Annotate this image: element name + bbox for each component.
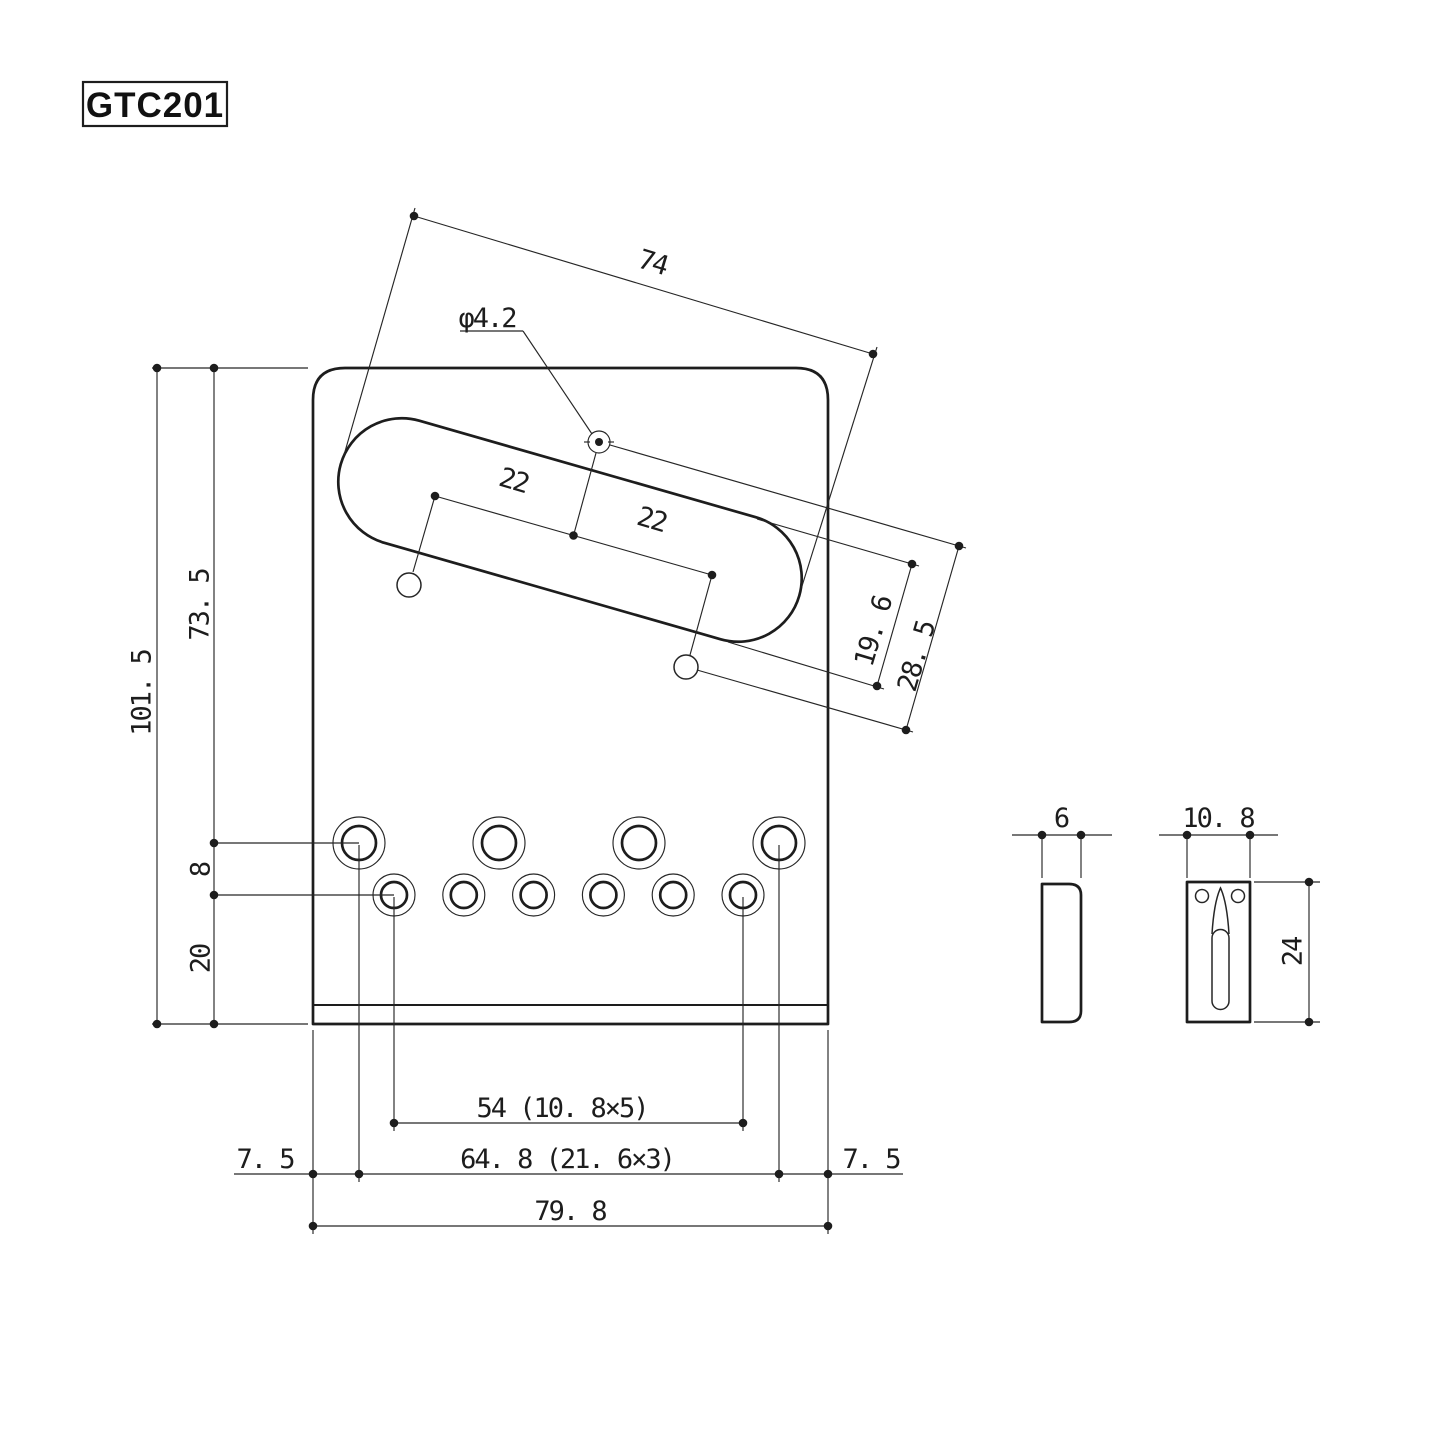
dim-label-7-5-right: 7. 5	[842, 1144, 900, 1175]
dimension-dot	[1304, 877, 1314, 887]
saddle-hole	[480, 824, 518, 862]
dimension-dot	[872, 681, 882, 691]
dimension-dot	[774, 1169, 784, 1179]
pickup-screw-hole	[396, 572, 422, 598]
dimension-dot	[152, 1019, 162, 1029]
mount-hole	[584, 430, 614, 454]
dim-label-73-5: 73. 5	[185, 569, 216, 641]
dim-mount-dia: φ4.2	[458, 303, 593, 435]
dimension-dot	[907, 559, 917, 569]
dim-label-24: 24	[1278, 937, 1309, 966]
dimension-dot	[823, 1221, 833, 1231]
dimension-dot	[152, 363, 162, 373]
extension-line	[609, 444, 967, 549]
dimension-dot	[209, 838, 219, 848]
dim-label-10-8: 10. 8	[1182, 803, 1254, 834]
dimension-dot	[1304, 1017, 1314, 1027]
dim-label-7-5-left: 7. 5	[236, 1144, 294, 1175]
dimension-line	[413, 215, 874, 355]
dim-label-22-right: 22	[633, 501, 669, 539]
extension-line	[696, 669, 914, 733]
extension-line	[689, 574, 713, 656]
dimension-dot	[308, 1169, 318, 1179]
dimension-dot	[430, 491, 440, 501]
dimension-dot	[354, 1169, 364, 1179]
dim-label-64-8: 64. 8 (21. 6×3)	[460, 1144, 674, 1175]
extension-line	[756, 518, 920, 567]
extension-line	[572, 452, 597, 536]
string-hole	[519, 880, 548, 910]
dimension-dot	[738, 1118, 748, 1128]
string-holes	[372, 873, 765, 917]
dimension-dot	[409, 211, 419, 221]
dimension-dot	[569, 531, 578, 540]
dimension-dot	[954, 541, 964, 551]
extension-line	[727, 641, 885, 690]
pickup-route-oval	[336, 416, 804, 644]
title-box	[81, 80, 229, 128]
dimension-dot	[1182, 830, 1192, 840]
bridge-plate-top-view	[311, 366, 830, 1026]
dimension-dot	[308, 1221, 318, 1231]
dim-label-74: 74	[634, 244, 671, 282]
saddle-side-view: 6	[1012, 803, 1112, 1024]
string-hole-counterbore	[581, 873, 625, 917]
dim-label-79-8: 79. 8	[534, 1196, 606, 1227]
title-block: GTC201	[81, 80, 229, 128]
pickup-screw-hole	[673, 654, 699, 680]
dim-label-19-6: 19. 6	[849, 592, 899, 670]
dim-mount-offset: 28. 5	[609, 444, 967, 735]
dimension-dot	[823, 1169, 833, 1179]
saddle-top-outline	[1185, 880, 1252, 1024]
saddle-notch	[1211, 886, 1230, 935]
saddle-side-outline	[1040, 882, 1083, 1024]
dim-label-28-5: 28. 5	[892, 617, 942, 695]
dimension-dot	[209, 363, 219, 373]
dimension-line	[876, 563, 913, 687]
dimension-dot	[901, 725, 911, 735]
string-hole	[589, 880, 618, 910]
model-number-label: GTC201	[86, 86, 224, 125]
saddle-top-view: 10. 8 24	[1159, 803, 1320, 1027]
dimension-dot	[1076, 830, 1086, 840]
dim-left-stack: 101. 5 73. 5 8 20	[127, 363, 394, 1029]
saddle-string-hole	[1230, 888, 1246, 904]
string-hole-counterbore	[651, 873, 695, 917]
dim-label-101-5: 101. 5	[127, 649, 158, 735]
mount-hole-center	[595, 438, 603, 446]
extension-line	[343, 207, 416, 456]
dim-label-mount-dia: φ4.2	[458, 303, 515, 334]
string-hole	[449, 880, 479, 910]
string-hole-counterbore	[442, 873, 486, 917]
dimension-dot	[209, 1019, 219, 1029]
dimension-line	[905, 545, 960, 731]
dim-route-length: 74	[343, 207, 878, 587]
dim-label-20: 20	[186, 944, 217, 973]
plate-outline	[311, 366, 830, 1026]
dim-route-width: 19. 6	[727, 518, 920, 691]
extension-line	[801, 346, 878, 587]
extension-line	[412, 495, 436, 573]
saddle-string-hole	[1194, 888, 1210, 904]
saddle-intonation-slot	[1211, 928, 1230, 1011]
dimension-dot	[1037, 830, 1047, 840]
dimension-dot	[1245, 830, 1255, 840]
saddle-screw-holes	[332, 816, 806, 870]
leader-line	[522, 330, 593, 435]
dim-label-8: 8	[186, 862, 217, 877]
dim-label-54: 54 (10. 8×5)	[476, 1093, 647, 1124]
saddle-hole-counterbore	[612, 816, 666, 870]
dimension-dot	[707, 570, 717, 580]
dim-label-6: 6	[1054, 803, 1069, 834]
saddle-hole	[620, 824, 658, 862]
saddle-hole-counterbore	[472, 816, 526, 870]
string-hole	[658, 880, 688, 910]
string-hole-counterbore	[512, 873, 556, 917]
dim-label-22-left: 22	[495, 462, 531, 500]
dim-bottom-stack: 54 (10. 8×5) 64. 8 (21. 6×3) 7. 5 7. 5 7…	[234, 845, 903, 1234]
dimension-dot	[389, 1118, 399, 1128]
dimension-dot	[868, 349, 878, 359]
dimension-dot	[209, 890, 219, 900]
